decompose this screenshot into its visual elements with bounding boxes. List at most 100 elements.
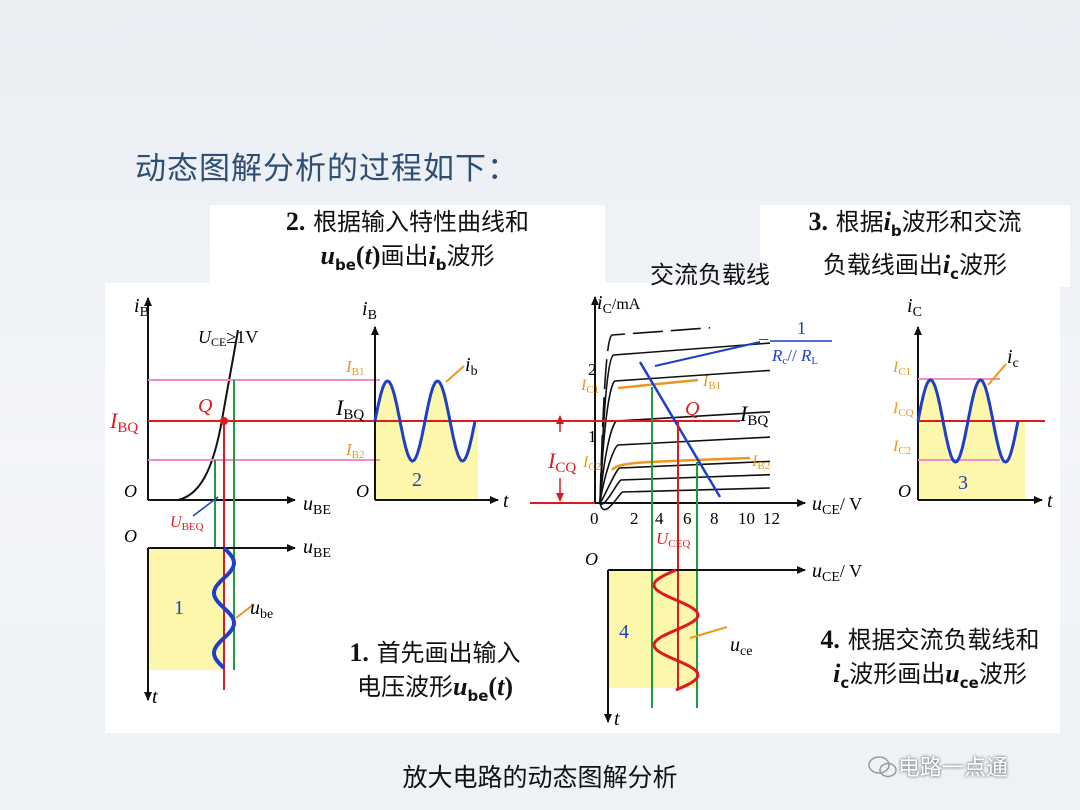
output-curve: [599, 460, 771, 504]
label-t-2: t: [503, 490, 509, 512]
wechat-icon: [868, 756, 897, 778]
label-ubeq: UBEQ: [170, 514, 204, 533]
label-ube-axis: uBE: [303, 493, 331, 518]
label-ib1: IB1: [345, 357, 365, 378]
label-icq: ICQ: [547, 448, 576, 476]
step3-note: 3. 根据ib波形和交流 负载线画出ic波形: [760, 205, 1070, 287]
uce-tick-label: 6: [683, 509, 692, 528]
label-ibq-left: IBQ: [109, 408, 138, 436]
ib2-curve: [611, 456, 751, 471]
origin-a: O: [124, 481, 137, 501]
uce-waveform-panel: [604, 566, 806, 723]
output-curve: [599, 487, 771, 511]
watermark: 电路一点通: [868, 750, 1008, 782]
label-ic: ic: [1007, 346, 1019, 371]
label-uce: uce: [730, 634, 752, 659]
step2-note: 2. 根据输入特性曲线和 ube(t)画出ib波形: [210, 205, 605, 287]
ic-pointer: [987, 363, 1007, 386]
region-3-fill: [918, 380, 1025, 500]
label-ube-axis-2: uBE: [303, 536, 331, 561]
step4-line1: 4. 根据交流负载线和: [820, 625, 1040, 654]
watermark-text: 电路一点通: [898, 756, 1009, 781]
output-characteristic-panel: [530, 296, 832, 708]
label-uce-cond: UCE≥1V: [198, 327, 258, 349]
label-uce-axis: uCE/ V: [812, 493, 862, 518]
slope-minus: −: [758, 329, 769, 351]
ib-waveform-panel: [371, 326, 499, 504]
step4-note: 4. 根据交流负载线和 ic波形画出uce波形: [790, 623, 1070, 700]
origin-2: O: [356, 481, 369, 501]
ic-tick-1: 1: [588, 427, 597, 446]
slope-denominator: Rc// RL: [771, 346, 818, 367]
ube-pointer: [235, 603, 255, 619]
uce-tick-label: 4: [655, 509, 664, 528]
label-uce-axis-2: uCE/ V: [812, 560, 862, 585]
ic-tick-2: 2: [588, 360, 597, 379]
uce-tick-label: 2: [630, 509, 639, 528]
output-curve: [599, 436, 771, 504]
label-ic1: IC1: [580, 377, 599, 396]
label-ube: ube: [250, 597, 273, 622]
ac-load-line: [638, 361, 722, 498]
origin-3: O: [898, 481, 911, 501]
step2-line1: 2. 根据输入特性曲线和: [285, 207, 530, 236]
uce-tick-label: 10: [738, 509, 755, 528]
uce-tick-label: 12: [763, 509, 780, 528]
ib-waveform: [373, 379, 477, 463]
label-ic2: IC2: [582, 454, 601, 473]
ib1-curve: [617, 378, 699, 390]
uce-waveform: [652, 568, 700, 692]
label-ic1-3: IC1: [892, 359, 911, 378]
slope-pointer: [654, 341, 761, 367]
label-t-1: t: [152, 686, 158, 708]
origin-1: O: [124, 526, 137, 546]
step3-line2: 负载线画出ic波形: [822, 249, 1008, 283]
label-q-input: Q: [198, 395, 213, 417]
slope-numerator: 1: [797, 318, 806, 338]
label-ib2: IB2: [345, 440, 365, 461]
label-ic2-3: IC2: [892, 438, 911, 457]
region-4-number: 4: [619, 621, 629, 643]
uce-tick-label: 8: [710, 509, 719, 528]
ac-load-line-label: 交流负载线: [650, 261, 770, 289]
region-1-fill: [148, 548, 224, 670]
label-iC: iC: [907, 295, 922, 320]
figure-panel: [105, 283, 1060, 733]
label-ibq-mid: IBQ: [335, 395, 364, 423]
diagram-labels: iB UCE≥1V Q IBQ O uBE UBEQ O uBE t 1 ube…: [109, 292, 1053, 730]
ic-waveform: [916, 378, 1020, 464]
ib-pointer: [445, 365, 465, 383]
ube-waveform: [211, 546, 237, 670]
label-q-output: Q: [685, 398, 700, 420]
label-t-3: t: [1047, 490, 1053, 512]
origin-4: O: [585, 549, 598, 569]
region-1-number: 1: [174, 597, 184, 619]
label-iB: iB: [134, 295, 149, 320]
step1-note: 1. 首先画出输入 电压波形ube(t): [315, 636, 555, 713]
label-ib1-out: IB1: [702, 373, 721, 392]
label-uceq: UCEQ: [656, 529, 690, 550]
label-icq-3: ICQ: [892, 400, 914, 419]
label-ib: ib: [465, 354, 478, 379]
uce-tick-label: 0: [590, 509, 599, 528]
region-2-number: 2: [412, 469, 422, 491]
ubeq-pointer: [192, 496, 219, 517]
uce-pointer: [689, 626, 728, 639]
label-ibq-out: IBQ: [739, 401, 768, 429]
step4-line2: ic波形画出uce波形: [833, 659, 1027, 692]
figure-caption: 放大电路的动态图解分析: [402, 763, 678, 792]
region-3-number: 3: [958, 472, 968, 494]
ic-waveform-panel: [914, 326, 1045, 504]
step3-line1: 3. 根据ib波形和交流: [808, 207, 1022, 240]
step2-line2: ube(t)画出ib波形: [320, 241, 495, 274]
output-curve: [599, 473, 771, 505]
step1-line2: 电压波形ube(t): [357, 672, 513, 705]
label-ib2-out: IB2: [751, 453, 770, 472]
label-iB-2: iB: [362, 298, 377, 323]
step1-line1: 1. 首先画出输入: [349, 638, 521, 667]
region-2-fill: [375, 381, 478, 500]
slide-title: 动态图解分析的过程如下：: [135, 151, 519, 187]
label-t-4: t: [614, 708, 620, 730]
